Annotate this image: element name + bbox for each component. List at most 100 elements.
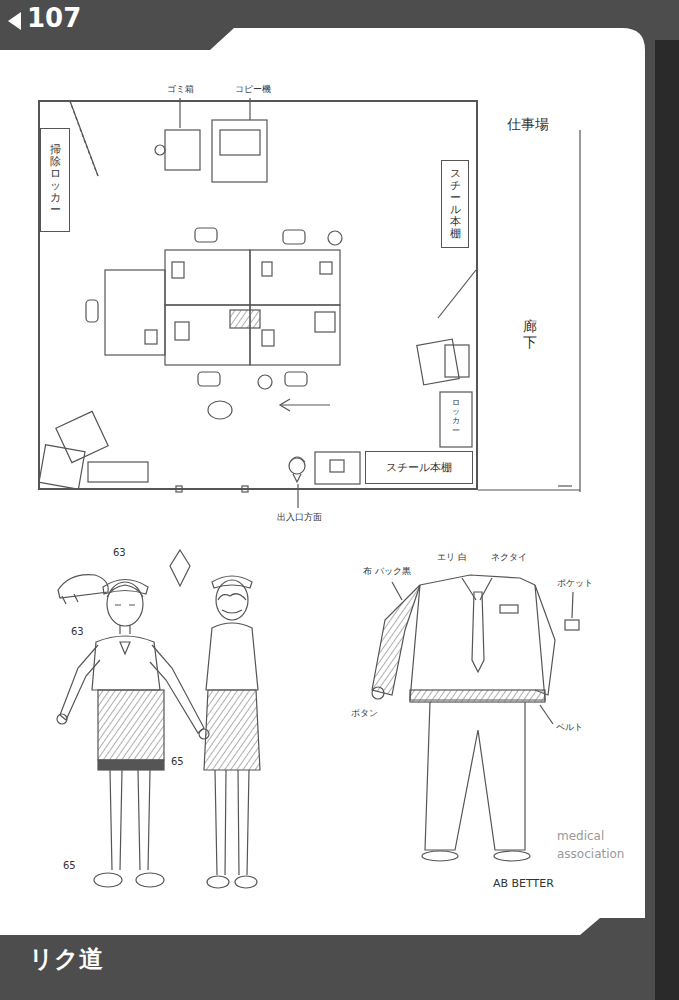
floor-plan-part [579,130,580,492]
floor-plan-part [56,411,108,462]
part-name: ロッカー [451,398,461,435]
floor-plan-part [88,462,148,482]
floor-plan-part [290,457,305,482]
jacket-sketch-part [422,851,458,861]
jacket-sketch-part [410,690,545,702]
floor-plan-part [328,231,342,245]
floor-plan-part [315,452,360,484]
bookshelf-box: スチール本棚 [365,451,473,484]
part-name: ゴミ箱 [166,84,195,94]
character-sketch-part [212,576,252,588]
character-sketch-part [235,876,257,888]
floor-plan [39,98,580,508]
note: 出入口方面 [276,512,323,522]
floor-plan-part [297,484,298,508]
floor-plan-part [105,270,165,355]
jacket-sketch-part [372,585,420,695]
character-sketch-part [62,594,78,604]
color-number: 63 [112,547,127,559]
locker-box: 掃除ロッカー [40,128,70,232]
note: ボタン [350,708,379,718]
watermark: medical [556,830,605,844]
logo-text: リク道 [28,946,104,974]
floor-plan-part [440,392,472,447]
jacket-sketch-part [420,575,535,585]
character-sketch-part [92,636,160,690]
color-number: 65 [170,756,185,768]
floor-plan-part [330,460,344,472]
floor-plan-part [438,270,476,318]
jacket-sketch-part [425,702,525,850]
floor-plan-part [198,372,220,386]
character-sketch-part [207,876,229,888]
character-sketch-part [60,645,100,720]
floor-plan-part [445,345,469,377]
floor-plan-part [212,120,267,182]
floor-plan-part [155,145,165,155]
note: エリ 白 [436,552,468,562]
character-sketch-part [204,690,260,770]
floor-plan-part [172,262,184,278]
character-sketch-part [110,770,150,870]
character-sketch-part [215,770,249,875]
note: AB BETTER [492,878,555,891]
jacket-sketch-part [535,585,555,695]
page-frame-part [8,12,21,30]
floor-plan-part [478,489,580,490]
character-sketch-part [170,550,190,586]
floor-plan-part [320,262,332,274]
furniture-label: スチール本棚 [450,168,461,241]
character-sketch-part [120,625,130,634]
character-sketch-part [136,873,164,887]
furniture-label: スチール本棚 [386,460,452,475]
room-outline: 仕事場掃除ロッカースチール本棚スチール本棚 [38,100,478,490]
floor-plan-part [230,310,260,328]
jacket-sketch-part [372,687,384,699]
character-sketch-part [216,580,248,620]
character-sketch [57,550,260,888]
note: ポケット [556,578,594,588]
furniture-label: 掃除ロッカー [50,144,61,217]
floor-plan-part [262,330,274,346]
character-sketch-part [107,585,143,597]
character-sketch-part [94,873,122,887]
page-number: 107 [26,4,82,34]
floor-plan-part [145,330,157,344]
floor-plan-part [70,101,98,176]
floor-plan-part [165,130,200,170]
page-frame-part [0,28,645,935]
floor-plan-part [39,445,85,489]
character-sketch-part [58,575,108,598]
note: ネクタイ [490,552,528,562]
character-sketch-part [98,690,164,760]
part-name: コピー機 [234,84,272,94]
floor-plan-part [208,401,232,419]
jacket-sketch-part [462,578,492,600]
jacket-sketch-part [494,851,530,861]
color-number: 65 [62,860,77,872]
area-name: 廊下 [522,318,538,350]
room-title: 仕事場 [507,116,549,134]
jacket-sketch-part [565,620,579,630]
floor-plan-part [315,312,335,332]
floor-plan-part [175,322,189,340]
floor-plan-part [250,250,340,305]
floor-plan-part [258,375,272,389]
floor-plan-part [70,101,98,176]
character-sketch-part [120,642,130,654]
character-sketch-part [206,623,258,690]
jacket-sketch-part [410,585,545,700]
floor-plan-part [417,339,459,385]
floor-plan-part [262,262,272,276]
floor-plan-part [285,372,307,386]
floor-plan-part [250,305,340,365]
jacket-sketch-part [472,592,484,672]
character-sketch-part [218,594,246,613]
floor-plan-part [195,228,217,242]
floor-plan-part [165,250,250,305]
floor-plan-part [86,300,98,322]
jacket-sketch-part [572,592,573,618]
